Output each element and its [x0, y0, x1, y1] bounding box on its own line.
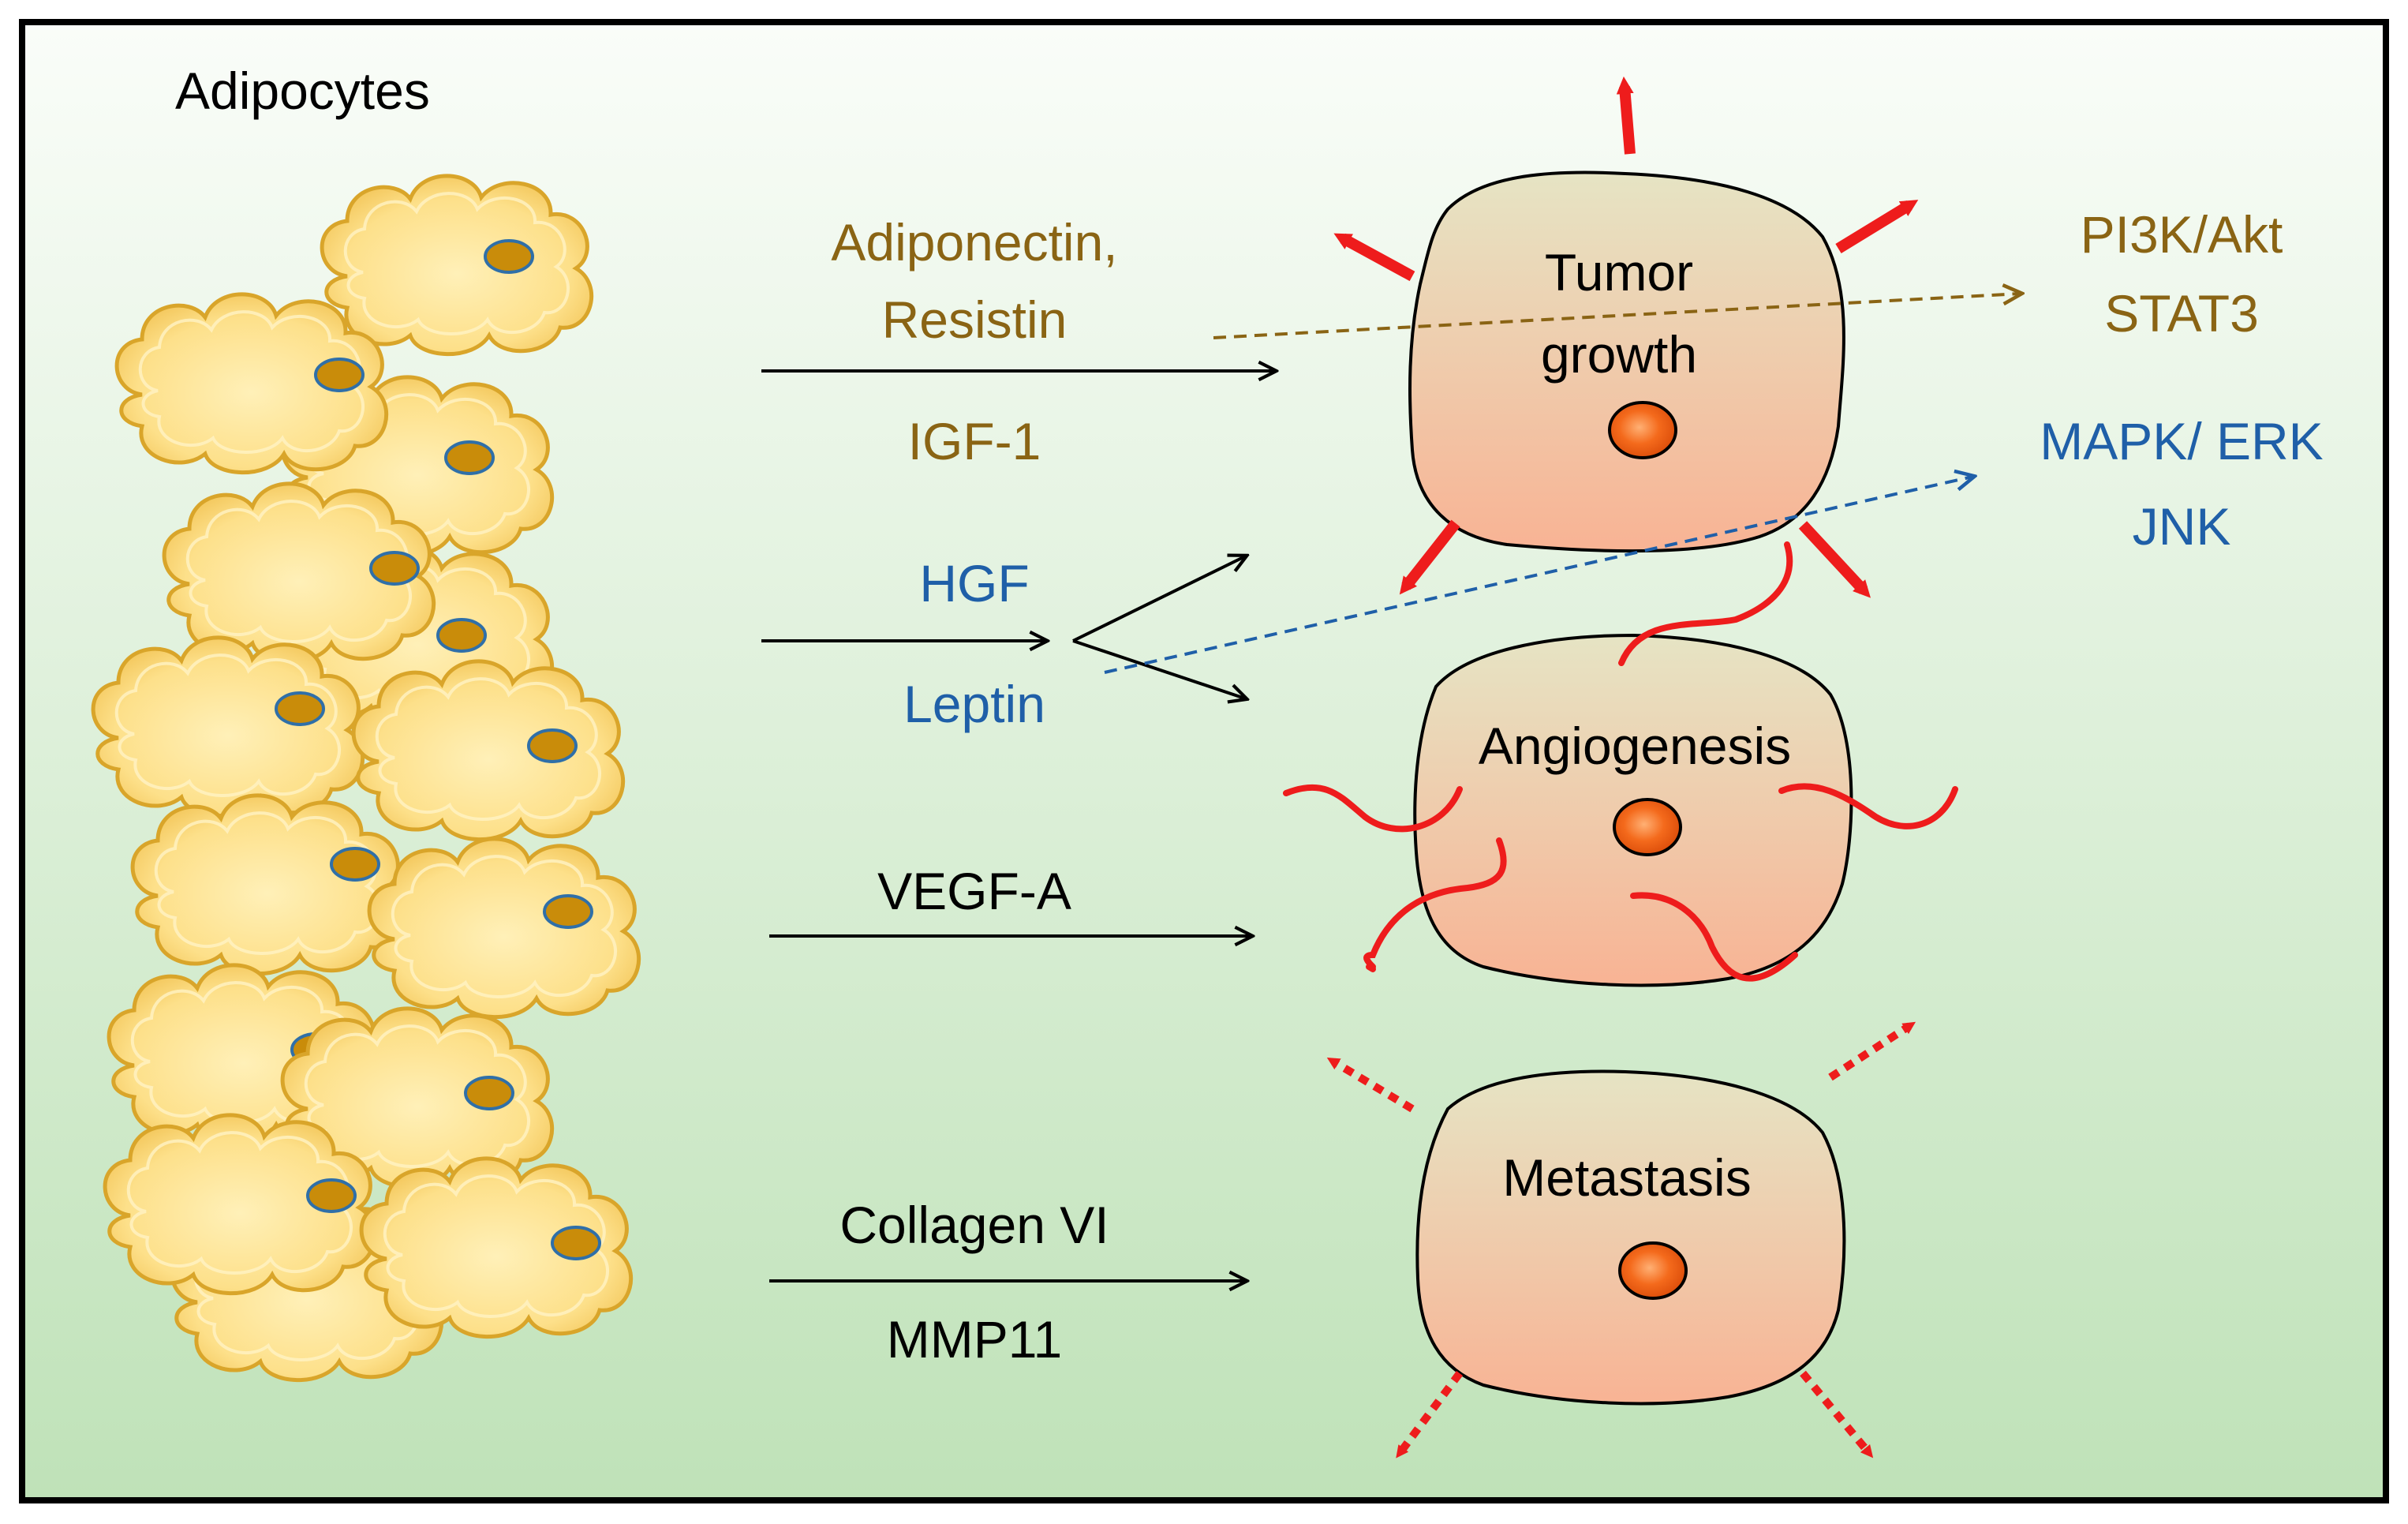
metastasis-label: Metastasis — [1502, 1148, 1751, 1207]
adipocyte-nucleus — [444, 440, 495, 475]
hgf-label: HGF — [919, 554, 1029, 612]
metastasis-cell: Metastasis — [1415, 1069, 1846, 1406]
nucleus — [1613, 798, 1682, 856]
tumor-label-line1: Tumor — [1545, 243, 1693, 301]
blood-vessels — [1283, 541, 1958, 982]
arrow-branch-up — [1072, 556, 1245, 642]
leptin-label: Leptin — [903, 675, 1045, 733]
vegfa-label: VEGF-A — [877, 862, 1071, 920]
adipocyte-nucleus — [543, 894, 593, 929]
nucleus — [1618, 1241, 1688, 1300]
arrow-branch-down — [1072, 639, 1245, 698]
jnk-label: JNK — [2133, 497, 2231, 556]
adipocyte-nucleus — [464, 1076, 514, 1110]
pi3k-label: PI3K/Akt — [2081, 205, 2283, 264]
adipocyte-nucleus — [330, 847, 380, 882]
adipocyte-nucleus — [306, 1178, 357, 1213]
adipocytes-label: Adipocytes — [175, 62, 430, 120]
mmp11-label: MMP11 — [887, 1310, 1063, 1369]
angiogenesis-cell: Angiogenesis — [1413, 633, 1853, 987]
adipocyte-nucleus — [484, 239, 534, 274]
mapk-label: MAPK/ ERK — [2040, 412, 2323, 470]
adipocyte-nucleus — [551, 1226, 601, 1260]
igf1-label: IGF-1 — [908, 412, 1041, 470]
stat3-label: STAT3 — [2104, 284, 2259, 343]
adipocyte-cluster — [93, 176, 639, 1380]
metastasis-arrows — [1326, 1021, 1916, 1458]
tumor-growth-cell: Tumor growth — [1408, 170, 1845, 553]
dashed-arrow-pi3k — [1213, 294, 2020, 339]
adipocyte-nucleus — [275, 691, 325, 726]
adipocyte-nucleus — [314, 358, 365, 392]
adipocyte-nucleus — [369, 551, 420, 586]
adipocyte-nucleus — [527, 728, 578, 763]
angiogenesis-label: Angiogenesis — [1479, 717, 1791, 775]
nucleus — [1608, 401, 1677, 459]
tumor-growth-arrows — [1333, 76, 1919, 598]
adiponectin-label: Adiponectin, — [831, 213, 1117, 271]
resistin-label: Resistin — [882, 290, 1068, 349]
collagen-label: Collagen VI — [839, 1196, 1109, 1254]
tumor-label-line2: growth — [1541, 325, 1697, 384]
dashed-arrow-mapk — [1104, 477, 1972, 674]
adipocyte-nucleus — [436, 618, 487, 653]
